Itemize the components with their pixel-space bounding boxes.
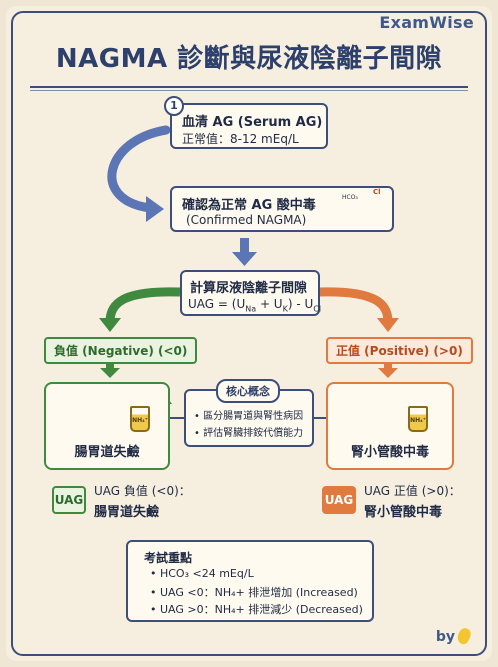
- curve-arrow: [107, 125, 171, 213]
- green-down-shaft: [106, 360, 114, 370]
- confirmed-nagma-subtitle: (Confirmed NAGMA): [186, 213, 307, 227]
- brand-logo: ExamWise: [379, 13, 474, 32]
- orange-branch-arrow: [317, 287, 393, 323]
- green-down-head: [100, 368, 120, 378]
- down-arrow-head: [232, 252, 257, 266]
- exam-point-2: • UAG <0：NH₄+ 排泄增加 (Increased): [150, 586, 358, 599]
- exam-key-points-box: 考試重點 • HCO₃ <24 mEq/L • UAG <0：NH₄+ 排泄增加…: [126, 540, 374, 622]
- confirmed-nagma-title: 確認為正常 AG 酸中毒: [182, 198, 316, 213]
- page-title: NAGMA 診斷與尿液陰離子間隙: [55, 44, 443, 74]
- core-concept-title: 核心概念: [216, 379, 280, 403]
- uag-positive-line1: UAG 正值 (>0)：: [364, 484, 461, 498]
- serum-ag-title: 血清 AG (Serum AG): [182, 115, 323, 130]
- core-concept-item-2: • 評估腎臟排銨代償能力: [194, 428, 304, 439]
- serum-ag-normal-range: 正常值：8-12 mEq/L: [182, 132, 299, 146]
- title-underline: [30, 86, 468, 91]
- exam-point-3: • UAG >0：NH₄+ 排泄減少 (Decreased): [150, 603, 363, 616]
- uag-positive-line2: 腎小管酸中毒: [364, 505, 443, 520]
- green-branch-arrow-head: [99, 318, 121, 332]
- down-arrow-shaft: [240, 238, 249, 254]
- nh4-beaker-negative: NH₄⁺: [130, 406, 150, 432]
- orange-branch-arrow-head: [377, 318, 399, 332]
- curve-arrow-head: [146, 196, 164, 222]
- negative-branch-label: 負值 (Negative) (<0): [44, 337, 198, 364]
- byline: by: [435, 626, 473, 646]
- serum-ag-box: 血清 AG (Serum AG) 正常值：8-12 mEq/L: [170, 103, 328, 149]
- uag-formula-k: K: [282, 304, 288, 314]
- rta-outcome-label: 腎小管酸中毒: [350, 445, 429, 460]
- gi-loss-outcome-label: 腸胃道失鹼: [74, 445, 140, 460]
- uag-calc-title: 計算尿液陰離子間隙: [190, 281, 308, 296]
- byline-text: by: [435, 629, 455, 645]
- poster-frame: [11, 11, 487, 656]
- uag-formula-start: UAG = (U: [188, 297, 246, 311]
- uag-negative-line2: 腸胃道失鹼: [94, 505, 160, 520]
- exam-point-1: • HCO₃ <24 mEq/L: [150, 567, 254, 580]
- uag-formula-plus: + U: [256, 297, 283, 311]
- uag-formula-na: Na: [245, 304, 257, 314]
- hco3-label: HCO₃: [342, 194, 358, 201]
- core-concept-box: 核心概念 • 區分腸胃道與腎性病因 • 評估腎臟排銨代償能力: [184, 379, 314, 447]
- orange-down-head: [378, 368, 398, 378]
- uag-positive-summary: UAG 正值 (>0)： 腎小管酸中毒: [364, 482, 461, 520]
- nh4-label-positive: NH₄⁺: [410, 417, 426, 424]
- green-branch-arrow: [105, 287, 181, 323]
- uag-positive-badge: UAG: [322, 486, 356, 514]
- uag-negative-summary: UAG 負值 (<0)： 腸胃道失鹼: [94, 482, 191, 520]
- nh4-beaker-positive: NH₄⁺: [408, 406, 428, 432]
- uag-formula-minus: ) - U: [287, 297, 314, 311]
- orange-down-shaft: [384, 360, 392, 370]
- gi-loss-outcome-box: 腸胃道失鹼: [44, 382, 170, 470]
- positive-branch-label: 正值 (Positive) (>0): [326, 337, 473, 364]
- uag-formula: UAG = (UNa + UK) - UCl: [188, 297, 321, 313]
- confirmed-nagma-box: 確認為正常 AG 酸中毒 (Confirmed NAGMA) HCO₃ Cl: [170, 186, 394, 232]
- uag-calc-box: 計算尿液陰離子間隙 UAG = (UNa + UK) - UCl: [180, 270, 321, 316]
- uag-negative-line1: UAG 負值 (<0)：: [94, 484, 191, 498]
- nh4-label-negative: NH₄⁺: [132, 417, 148, 424]
- uag-negative-badge: UAG: [52, 486, 86, 514]
- uag-formula-cl: Cl: [313, 304, 322, 314]
- step-number-badge: 1: [164, 96, 184, 116]
- core-concept-item-1: • 區分腸胃道與腎性病因: [194, 411, 304, 422]
- cl-label: Cl: [373, 188, 381, 196]
- exam-key-points-title: 考試重點: [144, 551, 193, 565]
- rta-outcome-box: 腎小管酸中毒: [326, 382, 454, 470]
